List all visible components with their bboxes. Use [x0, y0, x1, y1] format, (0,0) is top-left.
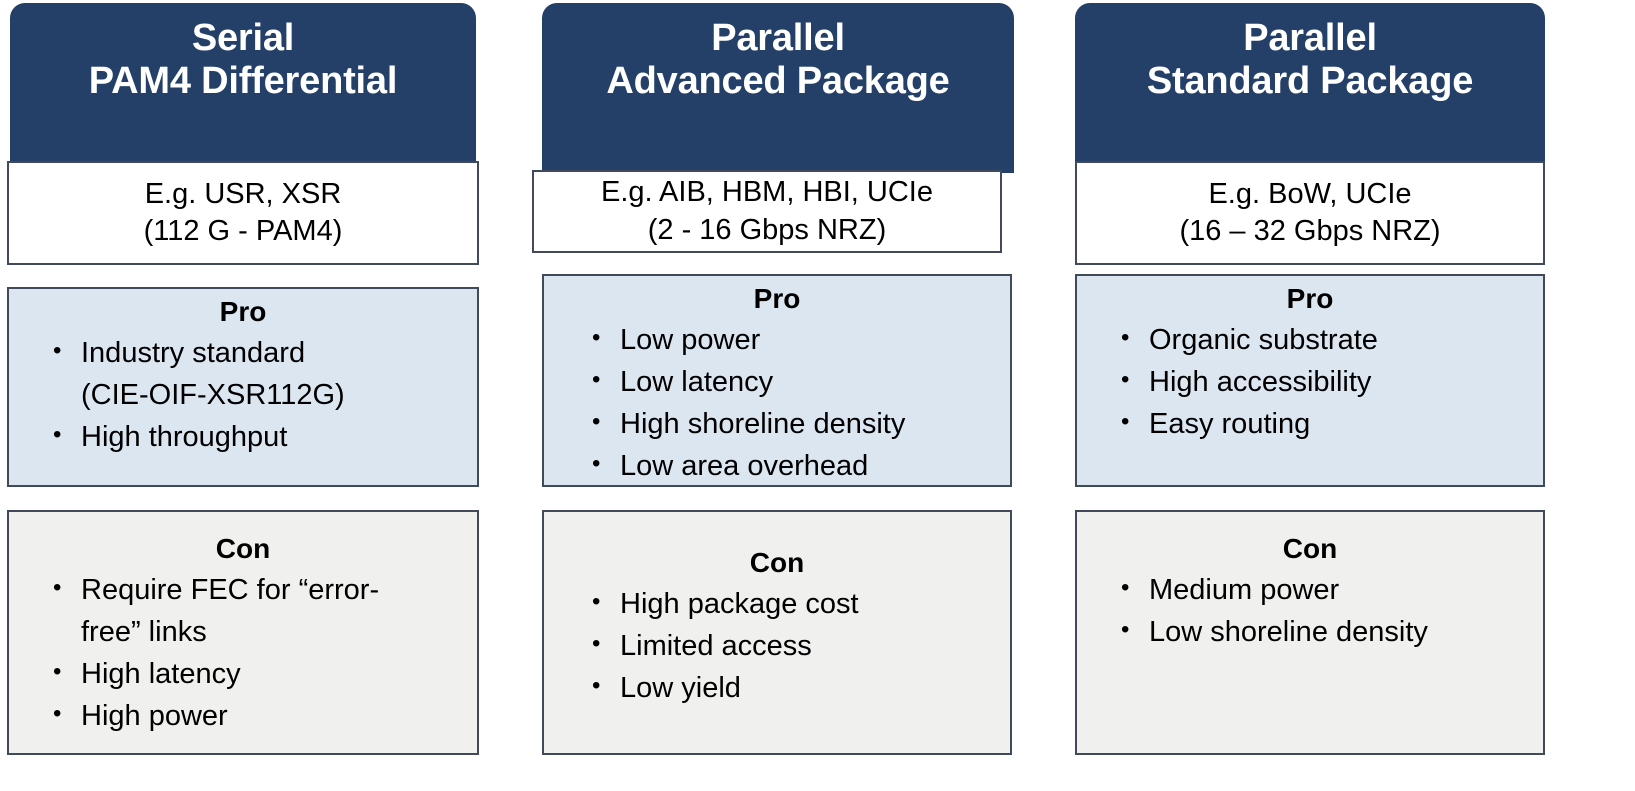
list-item: Low yield: [544, 667, 1010, 709]
example-line-2: (112 G - PAM4): [143, 215, 343, 247]
list-item: Medium power: [1077, 569, 1543, 611]
con-bullet-list: Medium power Low shoreline density: [1077, 569, 1543, 653]
comparison-column-parallel-standard-package: Parallel Standard Package E.g. BoW, UCIe…: [1063, 0, 1635, 791]
column-header-line-1: Parallel: [1243, 17, 1377, 59]
column-header-line-2: Standard Package: [1146, 59, 1474, 102]
con-panel-title: Con: [1282, 533, 1338, 564]
pro-panel-title: Pro: [219, 296, 267, 327]
con-bullet-list: Require FEC for “error- free” links High…: [9, 569, 477, 737]
list-item: Limited access: [544, 625, 1010, 667]
comparison-column-serial-pam4-differential: Serial PAM4 Differential E.g. USR, XSR (…: [0, 0, 490, 791]
column-header-line-2: PAM4 Differential: [88, 59, 398, 102]
comparison-column-parallel-advanced-package: Parallel Advanced Package E.g. AIB, HBM,…: [532, 0, 1022, 791]
column-header-line-1: Parallel: [711, 17, 845, 59]
con-panel-title: Con: [749, 547, 805, 578]
pro-bullet-list: Industry standard (CIE-OIF-XSR112G) High…: [9, 332, 477, 458]
pro-panel-serial-pam4-differential: Pro Industry standard (CIE-OIF-XSR112G) …: [7, 287, 479, 487]
column-header-line-2: Advanced Package: [606, 59, 950, 102]
con-panel-parallel-standard-package: Con Medium power Low shoreline density: [1075, 510, 1545, 755]
list-item: Low shoreline density: [1077, 611, 1543, 653]
example-box-parallel-standard-package: E.g. BoW, UCIe (16 – 32 Gbps NRZ): [1075, 161, 1545, 265]
list-item: (CIE-OIF-XSR112G): [81, 378, 345, 411]
example-box-parallel-advanced-package: E.g. AIB, HBM, HBI, UCIe (2 - 16 Gbps NR…: [532, 170, 1002, 253]
list-item: Require FEC for “error-: [9, 569, 477, 611]
list-item: Organic substrate: [1077, 319, 1543, 361]
column-header-serial-pam4-differential: Serial PAM4 Differential: [10, 3, 476, 163]
con-panel-parallel-advanced-package: Con High package cost Limited access Low…: [542, 510, 1012, 755]
column-header-parallel-advanced-package: Parallel Advanced Package: [542, 3, 1014, 173]
example-line-2: (16 – 32 Gbps NRZ): [1179, 215, 1441, 247]
pro-bullet-list: Low power Low latency High shoreline den…: [544, 319, 1010, 487]
example-line-1: E.g. AIB, HBM, HBI, UCIe: [601, 176, 933, 209]
column-header-parallel-standard-package: Parallel Standard Package: [1075, 3, 1545, 163]
pro-panel-parallel-standard-package: Pro Organic substrate High accessibility…: [1075, 274, 1545, 487]
pro-panel-parallel-advanced-package: Pro Low power Low latency High shoreline…: [542, 274, 1012, 487]
example-line-1: E.g. BoW, UCIe: [1208, 177, 1412, 210]
pro-panel-title: Pro: [753, 283, 801, 314]
list-item: High package cost: [544, 583, 1010, 625]
example-line-2: (2 - 16 Gbps NRZ): [647, 213, 887, 246]
list-item: Low latency: [544, 361, 1010, 403]
column-header-line-1: Serial: [191, 17, 295, 59]
con-bullet-list: High package cost Limited access Low yie…: [544, 583, 1010, 709]
pro-bullet-list: Organic substrate High accessibility Eas…: [1077, 319, 1543, 445]
example-box-serial-pam4-differential: E.g. USR, XSR (112 G - PAM4): [7, 161, 479, 265]
list-item: High power: [9, 695, 477, 737]
list-item: High shoreline density: [544, 403, 1010, 445]
list-item: Low power: [544, 319, 1010, 361]
list-item: Easy routing: [1077, 403, 1543, 445]
list-item: Low area overhead: [544, 445, 1010, 487]
list-item: Industry standard: [9, 332, 477, 374]
list-item: High throughput: [9, 416, 477, 458]
list-item: High latency: [9, 653, 477, 695]
pro-panel-title: Pro: [1286, 283, 1334, 314]
con-panel-title: Con: [215, 533, 271, 564]
example-line-1: E.g. USR, XSR: [144, 177, 342, 210]
list-item: free” links: [81, 615, 207, 648]
con-panel-serial-pam4-differential: Con Require FEC for “error- free” links …: [7, 510, 479, 755]
list-item: High accessibility: [1077, 361, 1543, 403]
